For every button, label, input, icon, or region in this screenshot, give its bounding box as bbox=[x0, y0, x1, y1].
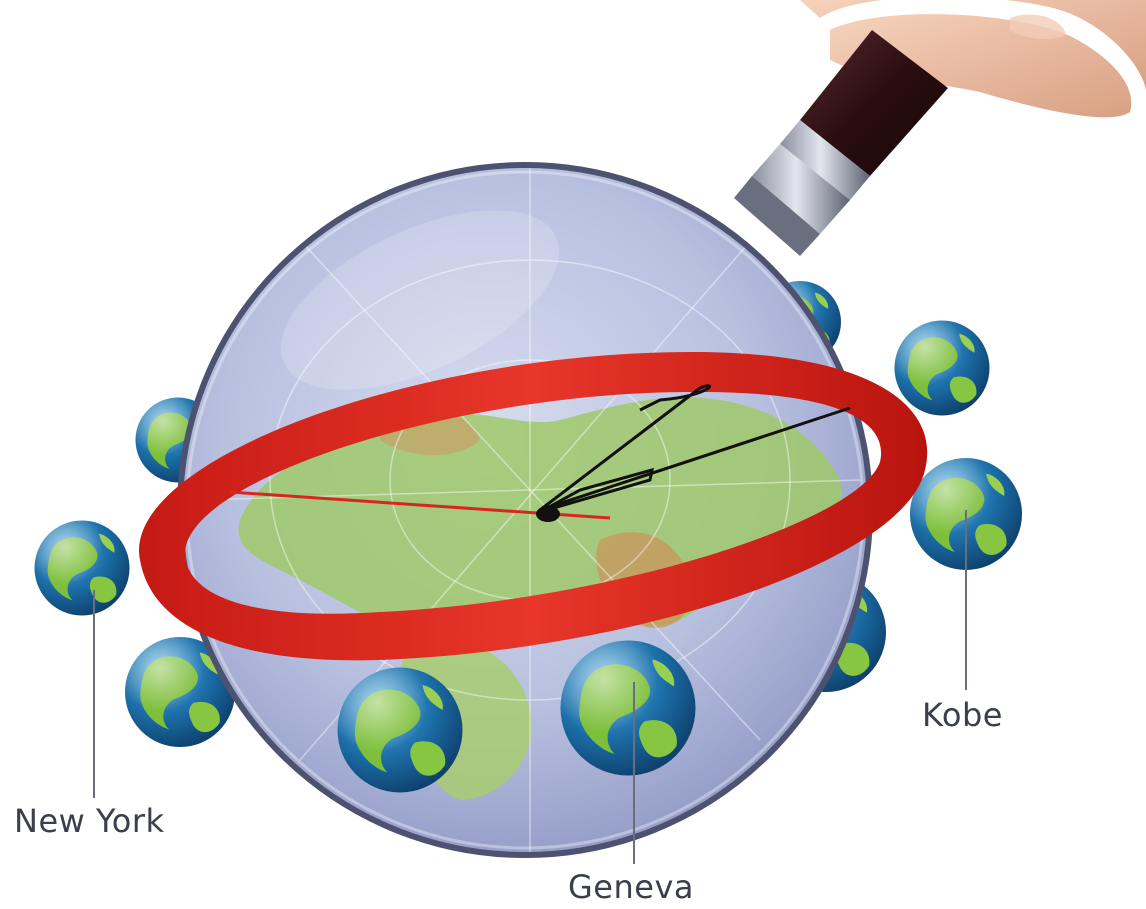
magnifier-handle bbox=[734, 30, 948, 256]
hand bbox=[800, 0, 1146, 118]
label-geneva: Geneva bbox=[568, 868, 694, 906]
clock-hands bbox=[229, 384, 851, 522]
label-new-york: New York bbox=[14, 802, 165, 840]
orbit-ring bbox=[139, 351, 928, 661]
leader-lines bbox=[93, 510, 967, 864]
label-kobe: Kobe bbox=[922, 696, 1003, 734]
magnifier-lens bbox=[177, 162, 873, 858]
